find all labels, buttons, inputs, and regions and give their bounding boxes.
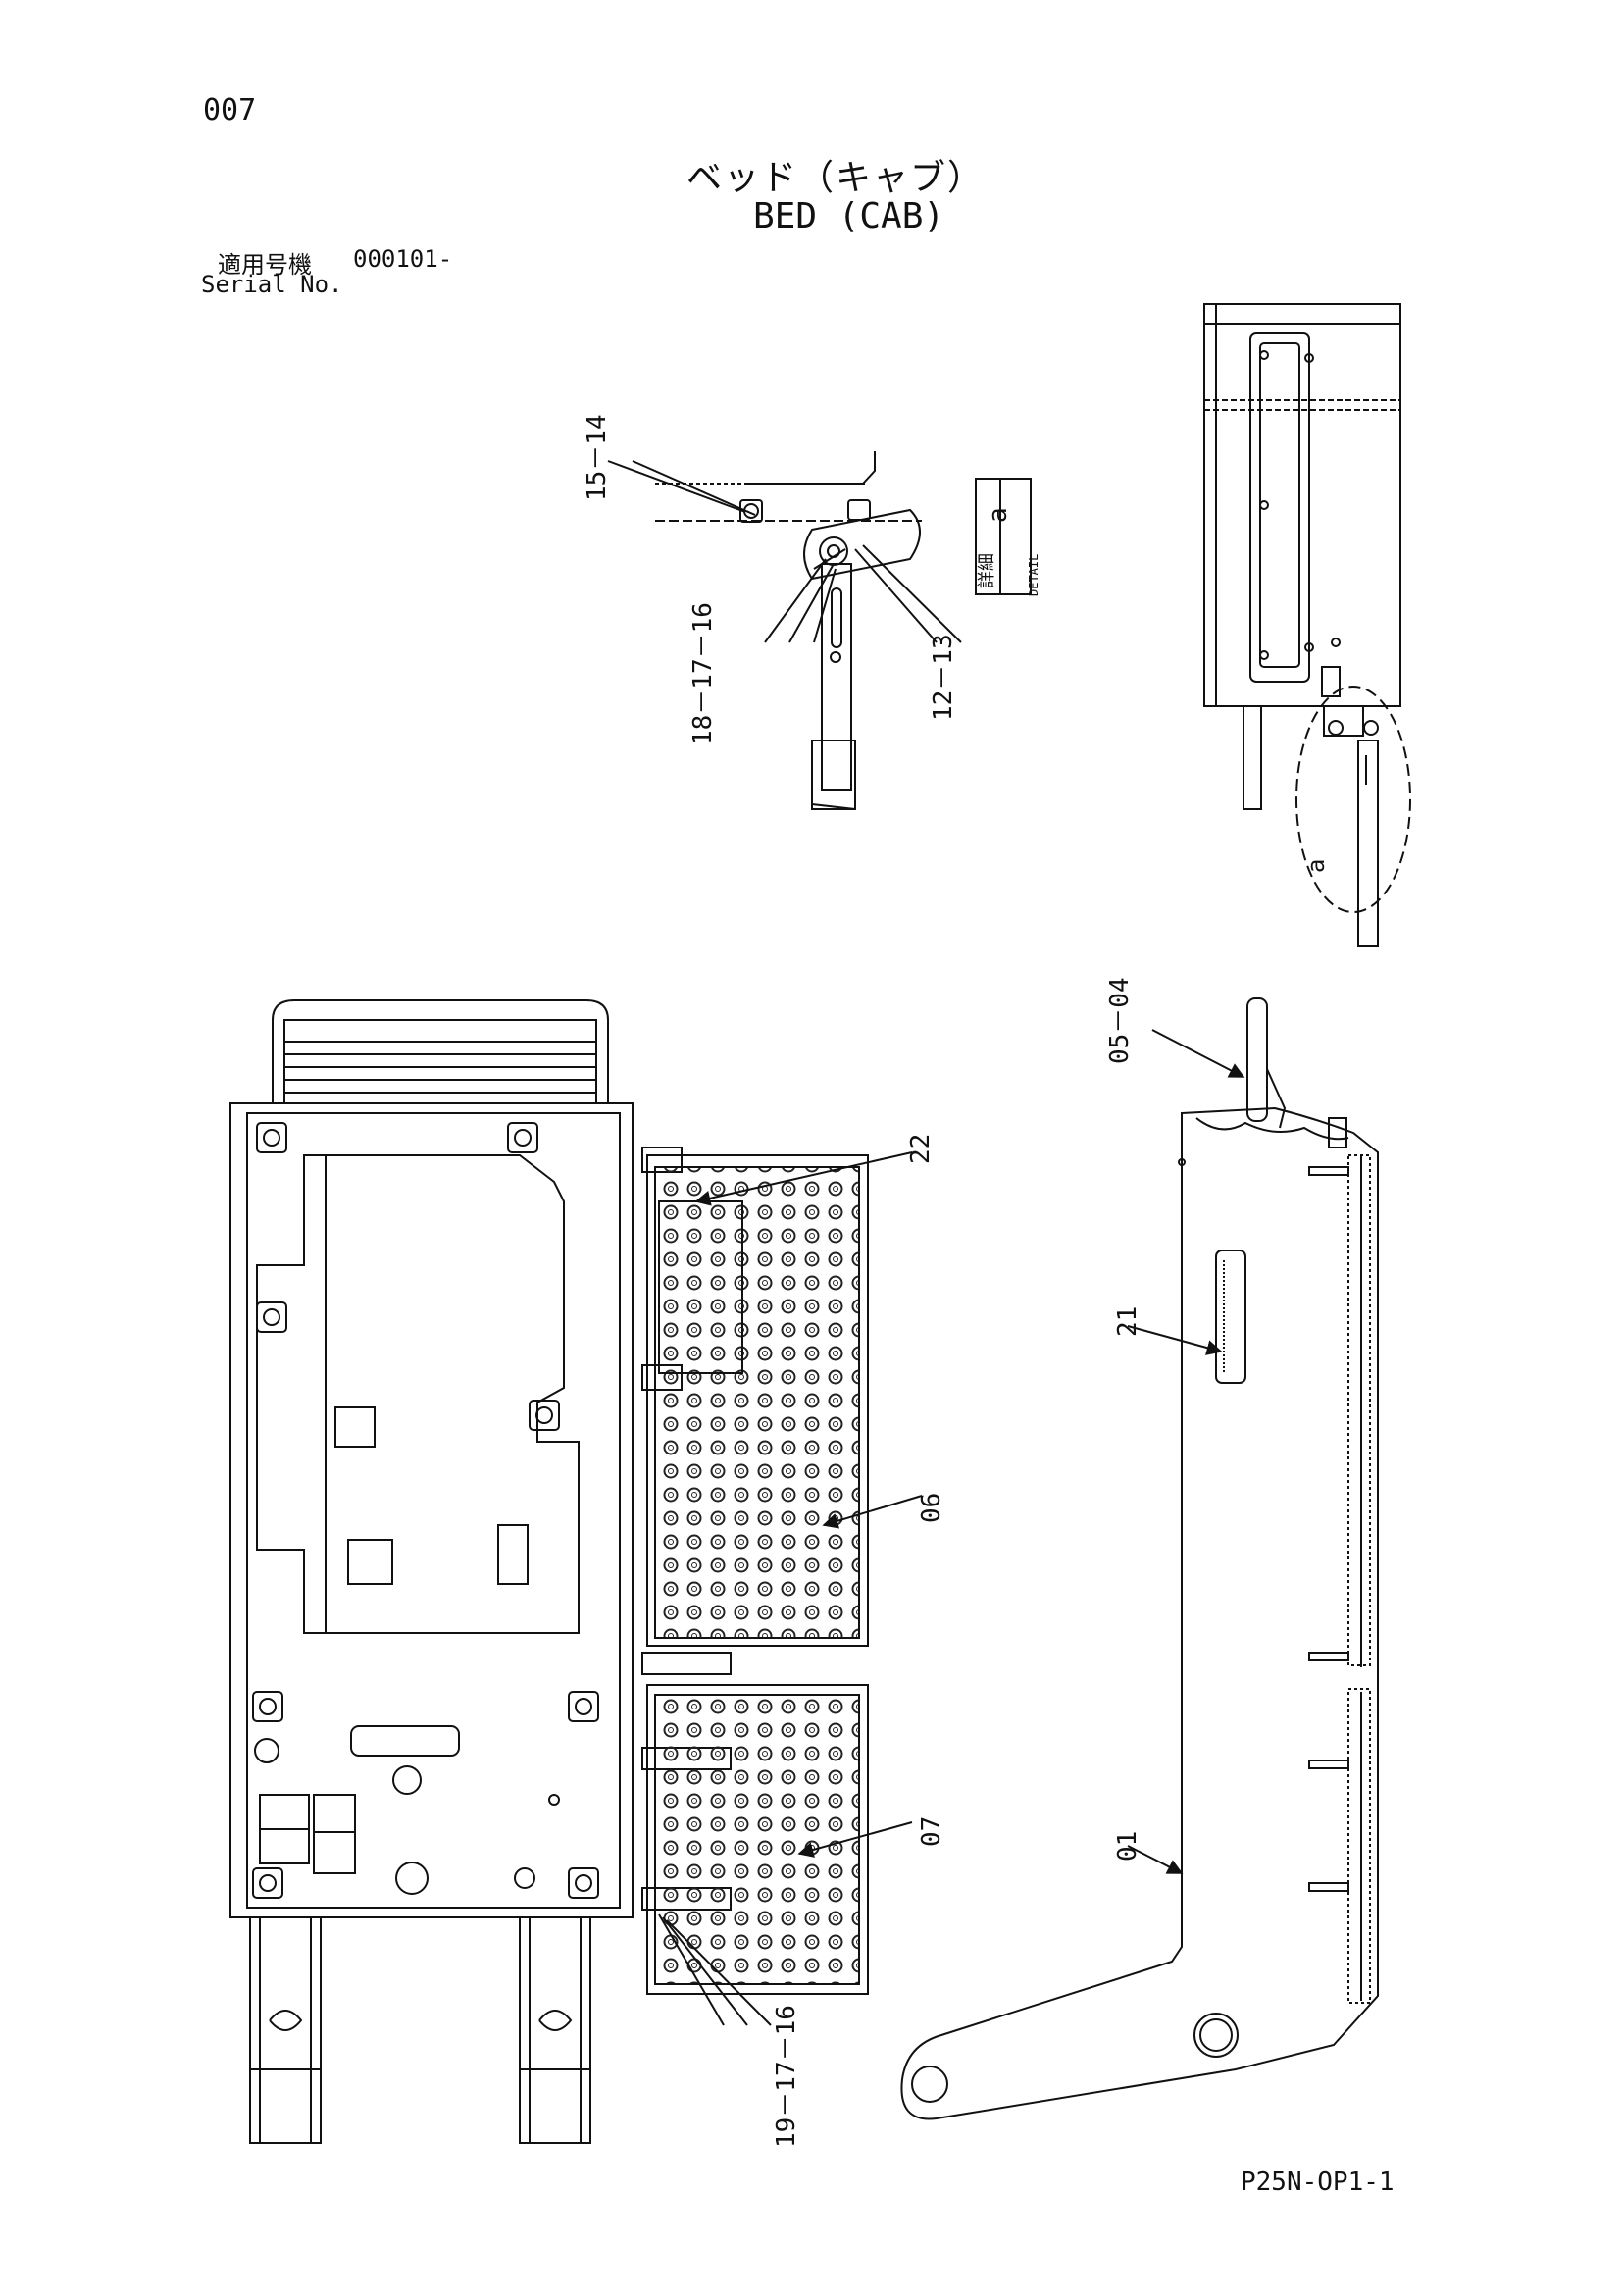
detail-letter: a (984, 507, 1013, 523)
page-number: 007 (203, 93, 257, 128)
callout-05-04: 05－04 (1105, 977, 1135, 1064)
callout-15-14: 15－14 (583, 414, 612, 501)
serial-number-value: 000101- (353, 245, 453, 273)
callout-18-17-16: 18－17－16 (688, 602, 718, 745)
bed-side-view (1203, 303, 1411, 947)
callout-21: 21 (1113, 1306, 1142, 1337)
serial-label-japanese: 適用号機 (218, 251, 312, 279)
callout-12-13: 12－13 (929, 634, 958, 721)
bed-side-elevation (900, 997, 1379, 2120)
mattress-panel-lower (646, 1684, 869, 1995)
callout-19-17-16: 19－17－16 (772, 2005, 801, 2148)
detail-a-view (655, 451, 1032, 810)
detail-kanji: 詳細 (977, 553, 997, 588)
callout-01: 01 (1113, 1831, 1142, 1862)
detail-word: DETAIL (1027, 554, 1040, 596)
callout-06: 06 (917, 1493, 946, 1523)
title-english: BED (CAB) (753, 196, 945, 236)
callout-07: 07 (917, 1816, 946, 1847)
title-japanese: ベッド（キャブ） (686, 158, 986, 198)
callout-22: 22 (906, 1134, 936, 1164)
detail-marker-a: a (1302, 859, 1330, 873)
detail-label-box (975, 478, 1032, 595)
drawing-code: P25N-OP1-1 (1241, 2168, 1395, 2197)
bed-plan-view (229, 999, 634, 2144)
serial-label-english: Serial No. (201, 271, 343, 298)
mattress-panel-upper (646, 1154, 869, 1647)
